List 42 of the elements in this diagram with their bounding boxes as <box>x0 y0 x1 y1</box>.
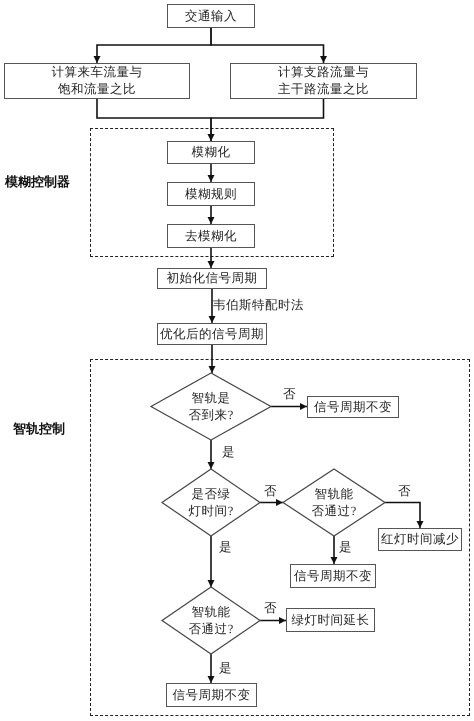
arrow <box>208 536 214 587</box>
arrow <box>210 28 327 63</box>
edge-label: 是 <box>339 541 352 555</box>
arrow <box>208 164 214 182</box>
process-box: 交通输入 <box>167 4 255 28</box>
arrow <box>208 289 216 323</box>
edge-label: 是 <box>219 541 232 555</box>
arrow <box>260 617 286 624</box>
process-box: 红灯时间减少 <box>378 528 462 551</box>
process-box: 模糊化 <box>167 141 255 164</box>
edge-label: 韦伯斯特配时法 <box>213 299 304 313</box>
arrow <box>208 206 214 224</box>
process-box: 优化后的信号周期 <box>157 323 267 345</box>
process-box: 计算支路流量与主干路流量之比 <box>230 63 417 99</box>
process-box: 初始化信号周期 <box>157 268 267 289</box>
decision-diamond: 智轨能否通过? <box>162 587 260 654</box>
process-box: 去模糊化 <box>167 224 255 248</box>
edge-label: 否 <box>283 388 296 402</box>
edge-label: 是 <box>222 446 235 460</box>
arrow <box>271 403 307 410</box>
arrow <box>330 536 338 564</box>
edge-label: 否 <box>398 485 411 499</box>
process-box: 计算来车流量与饱和流量之比 <box>4 63 190 99</box>
arrow <box>260 499 283 506</box>
decision-diamond: 智轨是否到来? <box>151 373 271 440</box>
process-box: 信号周期不变 <box>166 683 257 707</box>
arrow <box>208 654 214 683</box>
process-box: 信号周期不变 <box>290 564 376 588</box>
arrow <box>208 248 214 268</box>
decision-diamond: 是否绿灯时间? <box>162 469 260 536</box>
arrow <box>385 502 424 528</box>
edge-label: 否 <box>264 602 277 616</box>
arrow <box>208 99 324 141</box>
edge-label: 否 <box>264 485 277 499</box>
arrow <box>208 345 216 373</box>
group-heading: 智轨控制 <box>13 420 65 438</box>
process-box: 信号周期不变 <box>307 396 399 418</box>
group-heading: 模糊控制器 <box>5 173 70 191</box>
process-box: 绿灯时间延长 <box>286 608 375 632</box>
process-box: 模糊规则 <box>167 182 255 206</box>
edge-label: 是 <box>219 662 232 676</box>
arrow <box>208 440 214 469</box>
